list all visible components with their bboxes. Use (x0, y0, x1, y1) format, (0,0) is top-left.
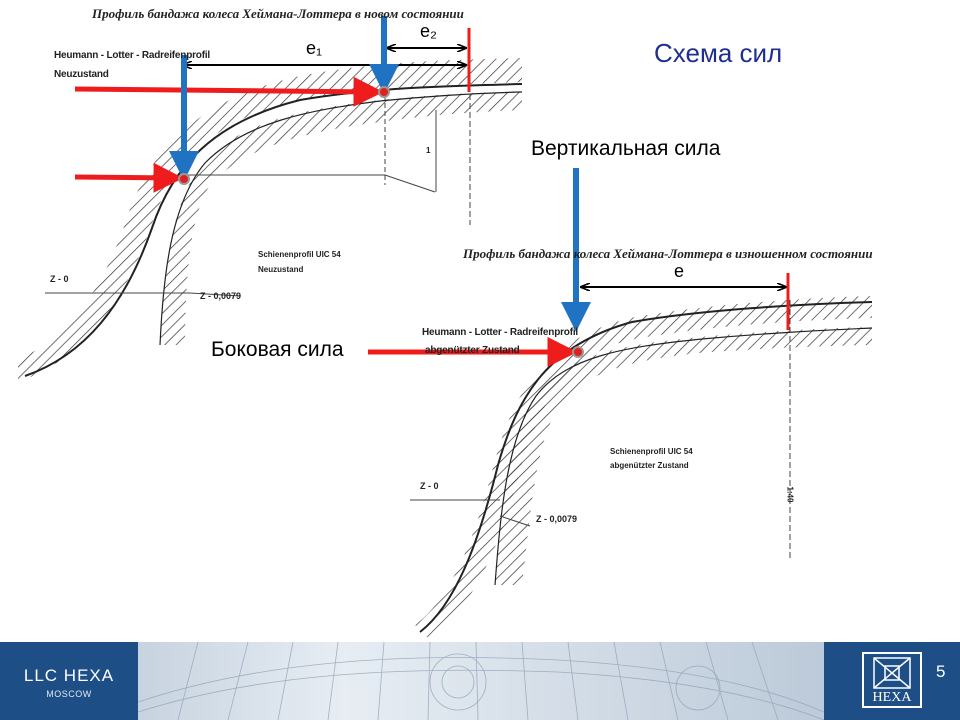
footer-mesh-image (138, 642, 824, 720)
logo-text: HEXA (872, 690, 912, 705)
rail-profile-state: Neuzustand (258, 265, 304, 274)
rail-hatch-worn (415, 296, 872, 640)
wheel-profile-state: Neuzustand (54, 69, 109, 80)
e2-label: e₂ (420, 21, 437, 41)
wheel-profile-line-worn (494, 327, 873, 586)
diagram-worn (368, 168, 960, 640)
construction-line (499, 515, 531, 527)
wheel-profile-line-new (159, 91, 523, 346)
rail-profile-state: abgenützter Zustand (610, 461, 689, 470)
rail-profile-label: Schienenprofil UIC 54 (258, 250, 341, 259)
construction-line (180, 174, 436, 193)
page-number: 5 (936, 662, 946, 681)
vertical-force-label: Вертикальная сила (531, 137, 721, 160)
e1-label: e₁ (306, 38, 323, 58)
wheel-profile-label: Heumann - Lotter - Radreifenprofil (54, 50, 210, 61)
diagram-canvas (0, 0, 960, 640)
lateral-force-arrow (74, 162, 184, 193)
z0-label: Z - 0 (420, 481, 439, 491)
diagram-new (0, 0, 530, 395)
rail-profile-label: Schienenprofil UIC 54 (610, 447, 693, 456)
diagram-worn-caption: Профиль бандажа колеса Хеймана-Лоттера в… (463, 246, 873, 261)
e-label: e (674, 261, 685, 281)
company-name: LLC HEXA (23, 666, 115, 685)
ratio-1-40-label: 1:40 (785, 486, 795, 503)
wheel-profile-state: abgenützter Zustand (425, 345, 520, 356)
z1-label: Z - 0,0079 (200, 291, 242, 301)
construction-line (189, 292, 241, 297)
slide-title: Схема сил (654, 38, 783, 68)
contact-point (572, 346, 584, 358)
wheel-profile-label: Heumann - Lotter - Radreifenprofil (422, 327, 578, 338)
lateral-force-label: Боковая сила (211, 338, 344, 361)
z1-label: Z - 0,0079 (536, 514, 578, 524)
rail-hatch-new (18, 58, 522, 382)
contact-point (378, 86, 390, 98)
z0-label: Z - 0 (50, 274, 69, 284)
company-city: MOSCOW (46, 689, 92, 699)
contact-point (178, 173, 190, 185)
diagram-new-caption: Профиль бандажа колеса Хеймана-Лоттера в… (92, 6, 464, 21)
rail-profile-line-new (24, 83, 523, 377)
hexa-logo (862, 652, 922, 708)
dimension-1-label: 1 (426, 146, 431, 155)
lateral-force-arrow (74, 76, 384, 107)
